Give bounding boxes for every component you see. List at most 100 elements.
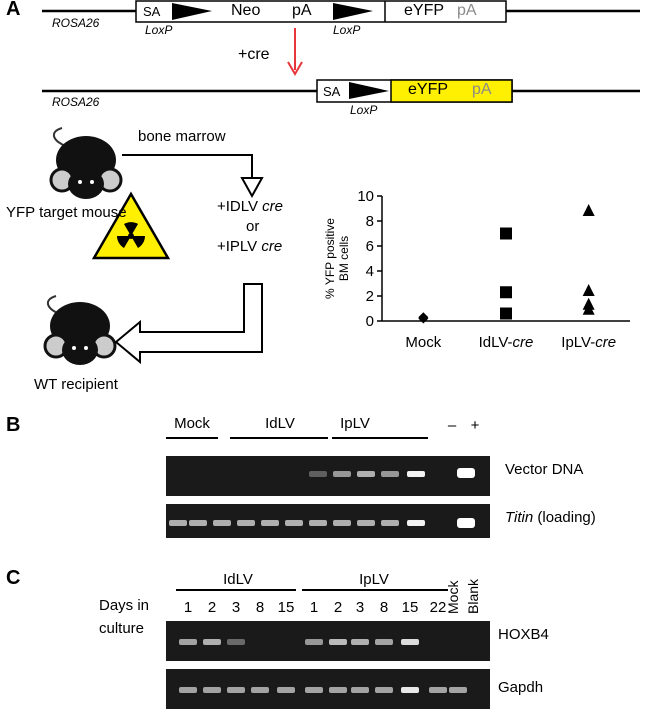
gel-c-band: [203, 639, 221, 645]
data-point-triangle: [582, 284, 595, 296]
gel-c-day-label: 1: [310, 599, 318, 616]
gel-c-band: [179, 639, 197, 645]
panel-b-letter: B: [6, 414, 21, 436]
gel-b-band: [381, 520, 399, 526]
gel-c-band: [227, 687, 245, 693]
x-tick-label: IdLV-cre: [479, 334, 534, 351]
gel-c-band: [203, 687, 221, 693]
gel-b-band: [213, 520, 231, 526]
gel-c-band: [179, 687, 197, 693]
idlv-cre-label: +IDLV cre: [217, 198, 284, 215]
gel-b-group-label: IpLV: [340, 415, 370, 432]
gel-b-band: [333, 520, 351, 526]
gel-b-band: [407, 471, 425, 477]
gel-c-band: [449, 687, 467, 693]
sa-label-top: SA: [143, 4, 161, 19]
gel-b-band: [189, 520, 207, 526]
y-tick-label: 4: [366, 263, 374, 280]
gel-c-band: [277, 687, 295, 693]
gel-c-band: [329, 687, 347, 693]
gel-c-band: [305, 639, 323, 645]
rosa26-label-bottom: ROSA26: [52, 95, 100, 109]
gel-b-band: [407, 520, 425, 526]
gel-c-control-label: Mock: [445, 580, 461, 614]
gel-b-band: [237, 520, 255, 526]
target-mouse-icon: [49, 127, 123, 199]
x-tick-label: Mock: [405, 334, 441, 351]
data-point-square: [500, 307, 512, 320]
gel-b-band: [333, 471, 351, 477]
data-point-triangle: [582, 302, 595, 315]
days-label-2: culture: [99, 620, 145, 637]
gel-c-control-label: Blank: [465, 578, 481, 614]
gel-c-row-2-label: Gapdh: [498, 679, 544, 696]
gel-b-band: [457, 518, 475, 528]
gel-c-day-label: 15: [278, 599, 295, 616]
bone-marrow-label: bone marrow: [138, 128, 226, 145]
y-tick-label: 10: [357, 188, 374, 205]
gel-b-row-2-label: Titin (loading): [505, 509, 596, 526]
y-tick-label: 6: [366, 238, 374, 255]
gel-c-band: [305, 687, 323, 693]
data-point-square: [500, 227, 512, 240]
gel-c-day-label: 1: [184, 599, 192, 616]
gel-c-day-label: 2: [334, 599, 342, 616]
gel-c-day-label: 3: [232, 599, 240, 616]
eyfp-label-top: eYFP: [404, 2, 445, 19]
loxp-label-1: LoxP: [145, 23, 173, 37]
rosa26-label-top: ROSA26: [52, 16, 100, 30]
gel-c-day-label: 22: [430, 599, 447, 616]
y-tick-label: 2: [366, 288, 374, 305]
gel-b-control-neg: –: [448, 417, 457, 434]
gel-c-row-1-label: HOXB4: [498, 626, 549, 643]
gel-c-band: [251, 687, 269, 693]
gel-b-row-1-label: Vector DNA: [505, 461, 584, 478]
cre-label: +cre: [238, 46, 270, 63]
panel-a-letter: A: [6, 0, 21, 20]
gel-c-day-label: 8: [380, 599, 388, 616]
data-point-diamond: [418, 313, 429, 324]
gel-c-band: [329, 639, 347, 645]
panel-c-letter: C: [6, 567, 21, 589]
neo-label: Neo: [231, 2, 261, 19]
gel-b-group-label: IdLV: [265, 415, 295, 432]
gel-b-band: [381, 471, 399, 477]
gel-c-day-label: 3: [356, 599, 364, 616]
y-axis-label-line-2: BM cells: [337, 236, 351, 281]
recipient-mouse-icon: [43, 295, 117, 365]
target-mouse-label: YFP target mouse: [6, 204, 127, 221]
gel-b-band: [309, 471, 327, 477]
gel-c-band: [375, 687, 393, 693]
gel-c-day-label: 8: [256, 599, 264, 616]
gel-c-band: [401, 639, 419, 645]
gel-b-band: [457, 468, 475, 478]
y-axis-label-line-1: % YFP positive: [323, 218, 337, 299]
gel-b-band: [357, 471, 375, 477]
gel-c-day-label: 2: [208, 599, 216, 616]
x-tick-label: IpLV-cre: [561, 334, 616, 351]
recipient-label: WT recipient: [34, 376, 118, 393]
gel-b-band: [309, 520, 327, 526]
gel-c-band: [375, 639, 393, 645]
sa-label-bottom: SA: [323, 84, 341, 99]
pa-label-top-grey: pA: [457, 2, 477, 19]
gel-c-band: [227, 639, 245, 645]
or-label: or: [246, 218, 260, 235]
gel-c-band: [351, 639, 369, 645]
radiation-hazard-icon: [91, 191, 171, 260]
data-point-triangle: [582, 204, 595, 216]
pa-label-top: pA: [292, 2, 312, 19]
loxp-label-3: LoxP: [350, 103, 378, 117]
gel-b-control-pos: +: [471, 417, 480, 434]
construct-diagram: [42, 0, 640, 103]
gel-c-group-label: IpLV: [359, 571, 389, 588]
iplv-cre-label: +IPLV cre: [217, 238, 283, 255]
gel-b-group-label: Mock: [174, 415, 210, 432]
gel-c-band: [401, 687, 419, 693]
gel-b-band: [261, 520, 279, 526]
gel-b-band: [357, 520, 375, 526]
eyfp-label-bottom: eYFP: [408, 81, 449, 98]
